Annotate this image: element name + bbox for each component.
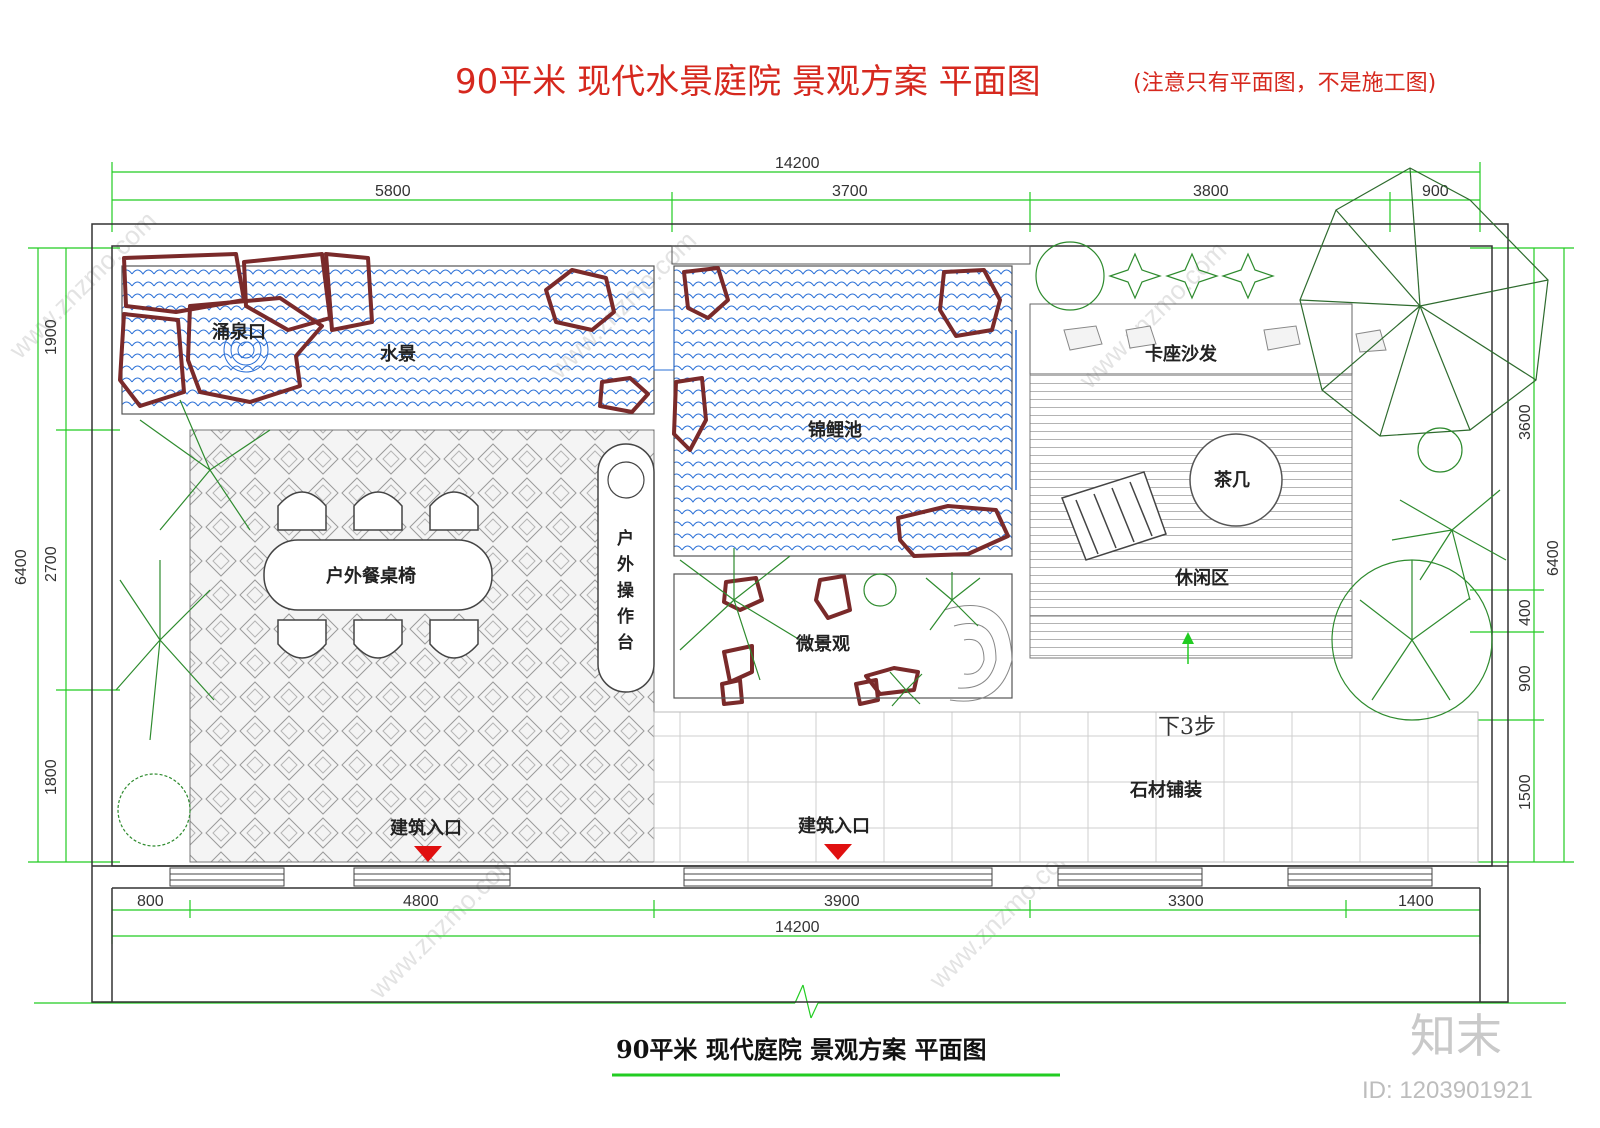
conifer-icon (925, 572, 981, 631)
dining-table (263, 539, 493, 611)
bottom-dimension-lines (34, 900, 1566, 1019)
koi-pond (673, 265, 1013, 557)
watermark-text: www.znzmo.com (362, 845, 522, 1005)
dim-bottom-total: 14200 (775, 919, 820, 936)
stone-paving-area (653, 711, 1479, 863)
dim-right-total: 6400 (1545, 540, 1562, 576)
dim-left-segment: 1900 (43, 319, 60, 355)
label-entrance-left: 建筑入口 (390, 817, 462, 839)
dim-bottom-segment: 3300 (1168, 893, 1204, 910)
dim-top-total: 14200 (775, 155, 820, 172)
entrance-arrow-icon (414, 846, 442, 862)
label-prep-counter: 户 外 操 作 台 (617, 528, 634, 653)
landscape-rocks (118, 252, 1010, 706)
dining-chairs (277, 491, 479, 659)
label-prep-counter-char: 外 (617, 554, 634, 575)
label-dining-set: 户外餐桌椅 (326, 565, 416, 587)
deck-step (1029, 615, 1353, 659)
label-water-feature: 水景 (380, 343, 416, 365)
label-prep-counter-char: 作 (617, 606, 634, 627)
planting (115, 167, 1549, 847)
round-tree-icon (1331, 559, 1493, 721)
label-booth-sofa: 卡座沙发 (1145, 343, 1218, 365)
pond-wall (671, 245, 1031, 265)
palm-icon (1391, 489, 1507, 601)
door-steps (169, 867, 1433, 887)
label-tea-table: 茶几 (1214, 469, 1250, 491)
micro-landscape-bed (673, 573, 1013, 699)
dim-left-segment: 2700 (43, 546, 60, 582)
dim-top-segment: 900 (1422, 183, 1449, 200)
dim-top-segment: 3800 (1193, 183, 1229, 200)
tea-table (1189, 433, 1283, 527)
right-dimension-lines (1470, 247, 1574, 863)
entrance-arrow-icon (824, 844, 852, 860)
dim-right-segment: 3600 (1517, 404, 1534, 440)
palm-icon (139, 399, 271, 531)
gravel-ripples (943, 605, 1013, 702)
label-stone-paving: 石材铺装 (1129, 779, 1202, 801)
dim-left-segment: 1800 (43, 759, 60, 795)
dim-bottom-segment: 1400 (1398, 893, 1434, 910)
label-steps-down: 下3步 (1158, 715, 1216, 740)
label-micro-landscape: 微景观 (795, 633, 850, 655)
shrub-icon (1165, 252, 1219, 300)
dim-right-segment: 400 (1517, 599, 1534, 626)
dim-top-segment: 5800 (375, 183, 411, 200)
counter-sink (607, 461, 645, 499)
shrub-icon (1221, 252, 1275, 300)
shrub-icon (1108, 252, 1162, 300)
up-arrow-icon (1182, 632, 1194, 664)
plan-title-note: (注意只有平面图，不是施工图) (1133, 71, 1436, 96)
left-dimension-lines (28, 247, 120, 863)
watermark-text: www.znzmo.com (1072, 235, 1232, 395)
dim-top-segment: 3700 (832, 183, 868, 200)
dim-bottom-segment: 3900 (824, 893, 860, 910)
label-leisure-area: 休闲区 (1174, 567, 1229, 589)
banana-plant-icon (115, 560, 215, 741)
booth-sofa (1029, 303, 1353, 375)
water-cascade (653, 309, 675, 371)
stepping-stones (1063, 325, 1387, 353)
large-tree-icon (1299, 167, 1549, 437)
label-fountain: 涌泉口 (212, 321, 266, 343)
plan-caption: 90平米 现代庭院 景观方案 平面图 (616, 1035, 986, 1064)
fountain-outlet (223, 327, 269, 373)
outdoor-prep-counter (597, 443, 655, 693)
diamond-paving-area (189, 429, 655, 863)
dim-right-segment: 1500 (1517, 774, 1534, 810)
lounge-chair (1061, 471, 1167, 561)
dim-bottom-segment: 800 (137, 893, 164, 910)
brand-logo: 知末 (1410, 1009, 1502, 1063)
label-prep-counter-char: 台 (617, 632, 634, 653)
label-prep-counter-char: 操 (617, 580, 634, 601)
label-prep-counter-char: 户 (617, 528, 634, 549)
label-entrance-right: 建筑入口 (798, 815, 870, 837)
dim-right-segment: 900 (1517, 665, 1534, 692)
fern-icon (679, 548, 801, 681)
plan-title: 90平米 现代水景庭院 景观方案 平面图 (455, 62, 1041, 102)
top-dimension-lines (111, 162, 1481, 232)
label-koi-pond: 锦鲤池 (808, 419, 862, 441)
water-feature-pool (121, 265, 655, 415)
image-id: ID: 1203901921 (1362, 1077, 1533, 1104)
dim-bottom-segment: 4800 (403, 893, 439, 910)
dim-left-total: 6400 (13, 549, 30, 585)
